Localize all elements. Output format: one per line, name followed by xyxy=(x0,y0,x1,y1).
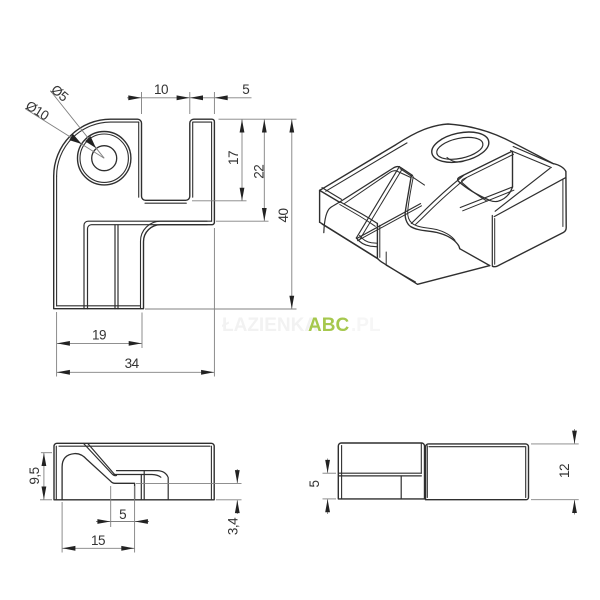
svg-text:12: 12 xyxy=(557,464,572,478)
svg-text:10: 10 xyxy=(154,82,168,97)
svg-text:34: 34 xyxy=(125,356,140,371)
svg-text:15: 15 xyxy=(91,533,105,548)
svg-text:40: 40 xyxy=(276,208,291,222)
svg-text:5: 5 xyxy=(119,507,126,522)
svg-text:19: 19 xyxy=(92,328,106,343)
svg-text:.PL: .PL xyxy=(351,315,381,336)
svg-text:5: 5 xyxy=(242,82,249,97)
svg-text:9,5: 9,5 xyxy=(27,467,42,484)
svg-text:22: 22 xyxy=(251,165,266,179)
svg-text:5: 5 xyxy=(307,480,322,487)
svg-text:ABC: ABC xyxy=(308,315,349,336)
svg-text:ŁAZIENKA: ŁAZIENKA xyxy=(222,315,318,336)
svg-text:17: 17 xyxy=(226,151,241,165)
svg-text:3,4: 3,4 xyxy=(226,517,241,535)
